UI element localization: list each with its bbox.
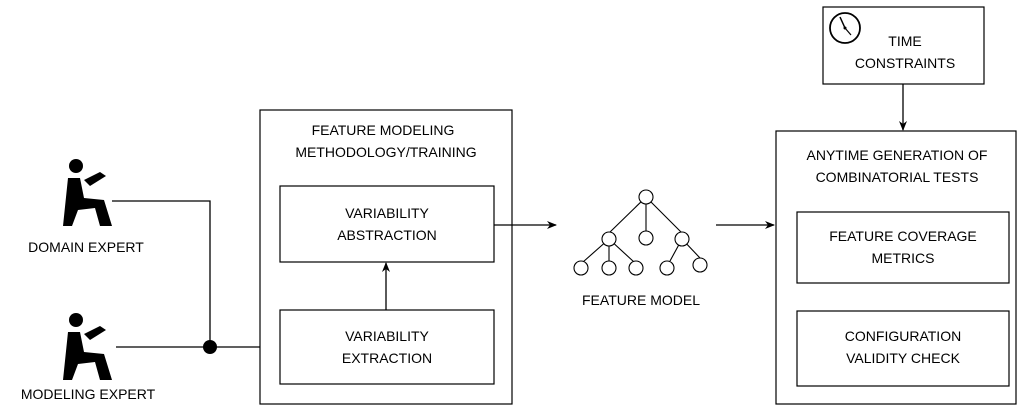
variability-abstraction-line2: ABSTRACTION (337, 227, 437, 243)
methodology-title-line2: METHODOLOGY/TRAINING (295, 144, 476, 160)
validity-check-line1: CONFIGURATION (845, 328, 961, 344)
domain-expert-person-icon (63, 159, 112, 226)
clock-icon (829, 12, 861, 44)
validity-check-line2: VALIDITY CHECK (846, 350, 961, 366)
variability-abstraction-box (279, 185, 495, 263)
methodology-title-line1: FEATURE MODELING (312, 122, 455, 138)
validity-check-box (796, 310, 1010, 387)
feature-coverage-line1: FEATURE COVERAGE (829, 228, 977, 244)
feature-model-tree-icon (573, 189, 708, 276)
anytime-title-line1: ANYTIME GENERATION OF (807, 147, 988, 163)
variability-extraction-line2: EXTRACTION (342, 350, 432, 366)
domain-expert-label: DOMAIN EXPERT (28, 239, 144, 255)
time-constraints-line1: TIME (888, 33, 921, 49)
feature-coverage-box (796, 211, 1010, 284)
modeling-expert-person-icon (63, 313, 112, 380)
variability-extraction-box (279, 309, 495, 385)
variability-abstraction-line1: VARIABILITY (345, 205, 429, 221)
feature-model-label: FEATURE MODEL (582, 292, 700, 308)
modeling-expert-label: MODELING EXPERT (21, 386, 156, 402)
time-constraints-line2: CONSTRAINTS (855, 55, 955, 71)
anytime-title-line2: COMBINATORIAL TESTS (816, 169, 979, 185)
feature-coverage-line2: METRICS (872, 250, 935, 266)
domain-expert-connector (112, 200, 211, 347)
variability-extraction-line1: VARIABILITY (345, 328, 429, 344)
